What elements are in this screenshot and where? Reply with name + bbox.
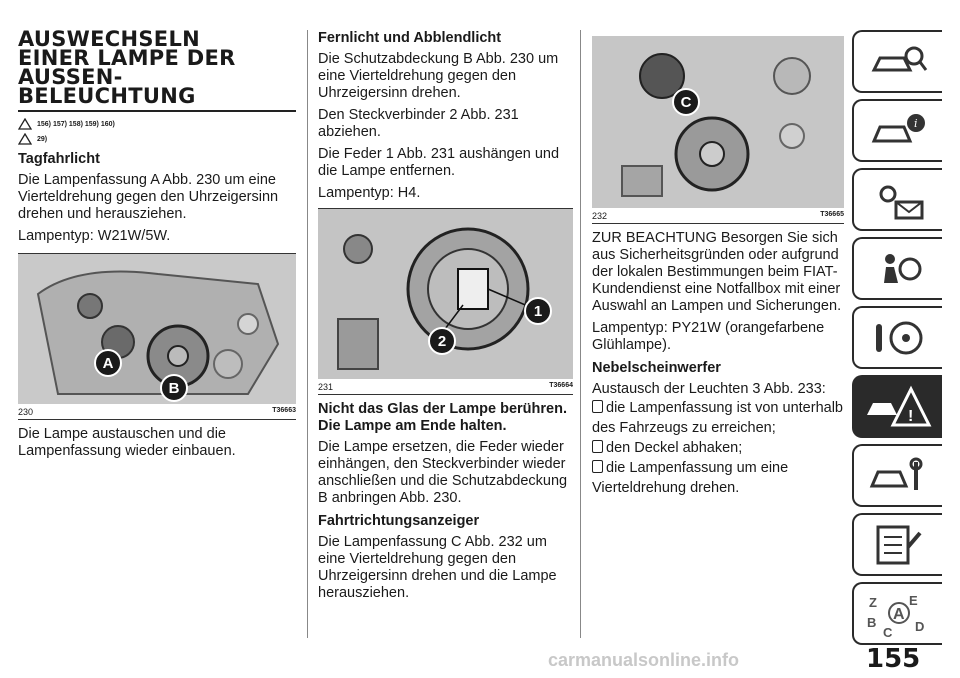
column-divider [307,30,308,638]
svg-text:Z: Z [869,595,877,610]
section-title: AUSWECHSELN EINER LAMPE DER AUSSEN- BELE… [18,27,296,112]
figure-caption: 232 T36665 [592,208,844,223]
callout-1: 1 [524,297,552,325]
svg-text:D: D [915,619,924,634]
svg-text:B: B [867,615,876,630]
list-item-continuation: Vierteldrehung drehen. [592,480,740,496]
indicator-illustration: C [592,36,844,208]
callout-c: C [672,88,700,116]
tab-car-info[interactable]: i [852,99,942,162]
paragraph: Die Schutzabdeckung B Abb. 230 um eine V… [318,51,559,101]
figure-number: 232 [592,211,608,221]
steering-wheel-icon [876,321,923,354]
figure-caption: 230 T36663 [18,404,296,419]
headlamp-drawing [18,254,296,404]
heading-fernlicht: Fernlicht und Abblendlicht [318,30,502,46]
checkbox-bullet-icon [592,440,603,453]
tab-checklist[interactable] [852,513,942,576]
paragraph: Die Lampenfassung A Abb. 230 um eine Vie… [18,172,279,222]
watermark: carmanualsonline.info [548,650,740,670]
headlamp-illustration: A B [18,254,296,404]
title-line: EINER LAMPE DER [18,46,236,70]
figure-number: 231 [318,382,334,392]
warning-triangle-icon: ! [867,385,932,426]
indicator-drawing [592,36,844,208]
tab-lights-mail[interactable] [852,168,942,231]
callout-a: A [94,349,122,377]
callout-b: B [160,374,188,402]
tab-airbag[interactable] [852,237,942,300]
checkbox-bullet-icon [592,400,603,413]
bulb-drawing [318,209,573,379]
title-line: BELEUCHTUNG [18,84,196,108]
caution-icon [18,133,32,145]
tab-emergency[interactable]: ! [852,375,942,438]
svg-text:!: ! [908,408,913,425]
airbag-icon [884,253,922,283]
title-line: AUSWECHSELN [18,27,201,51]
paragraph: Den Steckverbinder 2 Abb. 231 abziehen. [318,107,519,140]
figure-232: C 232 T36665 [592,36,844,224]
figure-231: 1 2 231 T36664 [318,208,573,395]
paragraph: Die Lampenfassung C Abb. 232 um eine Vie… [318,534,557,601]
list-item-continuation: des Fahrzeugs zu erreichen; [592,420,776,436]
lamp-type: Lampentyp: H4. [318,185,421,201]
figure-number: 230 [18,407,34,417]
lamp-type: Lampentyp: PY21W (orangefarbene Glühlamp… [592,320,825,353]
bulb-illustration: 1 2 [318,209,573,379]
list-item: die Lampenfassung ist von unterhalb [592,400,844,417]
svg-text:E: E [909,593,918,608]
heading-fahrtrichtungsanzeiger: Fahrtrichtungsanzeiger [318,513,480,529]
column-3: C 232 T36665 ZUR BEACHTUNG Besorgen Sie … [592,30,844,500]
figure-caption: 231 T36664 [318,379,573,394]
checklist-icon [876,525,922,564]
figure-code: T36663 [272,407,296,414]
car-search-icon [871,46,928,71]
list-item: den Deckel abhaken; [592,440,844,457]
car-tools-icon [869,457,923,490]
warning-refs-text: 156) 157) 158) 159) 160) [37,120,115,128]
car-info-icon: i [871,113,925,142]
lights-mail-icon [879,185,924,219]
warning-heading: Nicht das Glas der Lampe berühren. Die L… [318,401,567,434]
svg-text:i: i [914,117,918,130]
warning-hand-icon [18,118,32,130]
warning-refs-text: 29) [37,135,48,143]
paragraph: Die Lampe ersetzen, die Feder wieder ein… [318,439,568,506]
figure-230: A B 230 T36663 [18,253,296,420]
warning-reference: 156) 157) 158) 159) 160) [18,118,296,130]
figure-code: T36665 [820,211,844,218]
paragraph: Austausch der Leuchten 3 Abb. 233: [592,381,826,397]
alphabet-index-icon: Z E BC DA [867,593,924,639]
list-item: die Lampenfassung um eine [592,460,844,477]
paragraph: Die Lampe austauschen und die Lampenfass… [18,426,236,459]
svg-text:C: C [883,625,893,639]
checkbox-bullet-icon [592,460,603,473]
warning-reference: 29) [18,133,296,145]
lamp-type: Lampentyp: W21W/5W. [18,228,171,244]
column-2: Fernlicht und Abblendlicht Die Schutzabd… [318,30,573,607]
paragraph: ZUR BEACHTUNG Besorgen Sie sich aus Sich… [592,230,842,314]
tab-steering-wheel[interactable] [852,306,942,369]
column-1: AUSWECHSELN EINER LAMPE DER AUSSEN- BELE… [18,27,296,465]
page-number: 155 [866,644,921,674]
column-divider [580,30,581,638]
heading-tagfahrlicht: Tagfahrlicht [18,151,100,167]
paragraph: Die Feder 1 Abb. 231 aushängen und die L… [318,146,560,179]
svg-text:A: A [893,606,905,623]
title-line: AUSSEN- [18,65,123,89]
callout-2: 2 [428,327,456,355]
heading-nebelscheinwerfer: Nebelscheinwerfer [592,360,721,376]
tab-car-tools[interactable] [852,444,942,507]
tab-car-search[interactable] [852,30,942,93]
figure-code: T36664 [549,382,573,389]
